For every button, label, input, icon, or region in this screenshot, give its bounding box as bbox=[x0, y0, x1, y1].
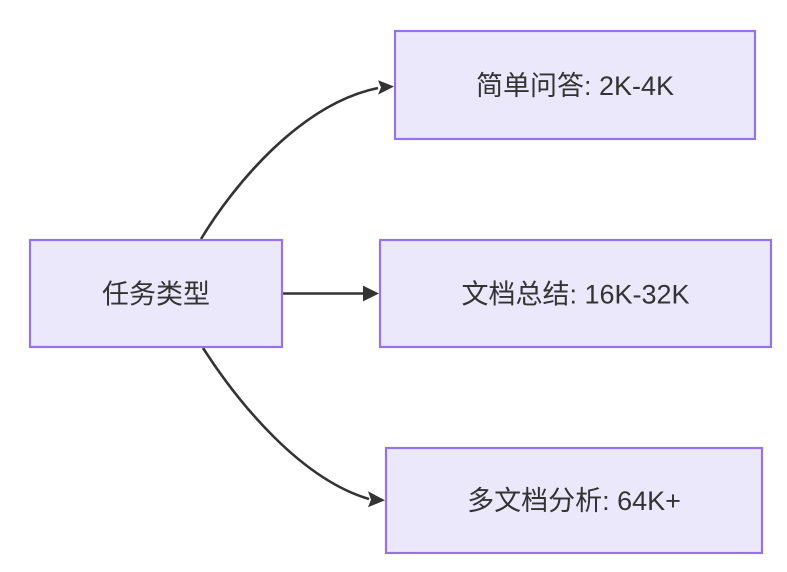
node-multi-doc-analysis-label: 多文档分析: 64K+ bbox=[467, 486, 681, 516]
node-simple-qa[interactable]: 简单问答: 2K-4K bbox=[393, 29, 757, 141]
node-multi-doc-analysis-box bbox=[384, 446, 764, 555]
node-doc-summary[interactable]: 文档总结: 16K-32K bbox=[378, 238, 773, 349]
node-task-type-label: 任务类型 bbox=[102, 280, 210, 310]
node-doc-summary-label: 文档总结: 16K-32K bbox=[461, 280, 689, 310]
node-simple-qa-box bbox=[393, 29, 757, 141]
node-task-type-box bbox=[28, 238, 284, 349]
edge-task-type-to-simple-qa[interactable] bbox=[199, 80, 394, 240]
node-simple-qa-label: 简单问答: 2K-4K bbox=[476, 71, 674, 101]
edge-task-type-to-doc-summary[interactable] bbox=[283, 285, 379, 302]
edge-path-simple-qa bbox=[199, 86, 379, 240]
node-multi-doc-analysis[interactable]: 多文档分析: 64K+ bbox=[384, 446, 764, 555]
arrowhead-doc-summary bbox=[363, 285, 379, 302]
node-doc-summary-box bbox=[378, 238, 773, 349]
edge-layer bbox=[199, 80, 394, 508]
edge-path-multi-doc-analysis bbox=[201, 347, 370, 501]
node-layer: 任务类型 简单问答: 2K-4K 文档总结: 16K-32K 多文档分析: 64… bbox=[28, 29, 773, 555]
edge-task-type-to-multi-doc-analysis[interactable] bbox=[201, 347, 385, 508]
node-task-type[interactable]: 任务类型 bbox=[28, 238, 284, 349]
arrowhead-multi-doc-analysis bbox=[368, 491, 385, 508]
arrowhead-simple-qa bbox=[378, 80, 394, 95]
